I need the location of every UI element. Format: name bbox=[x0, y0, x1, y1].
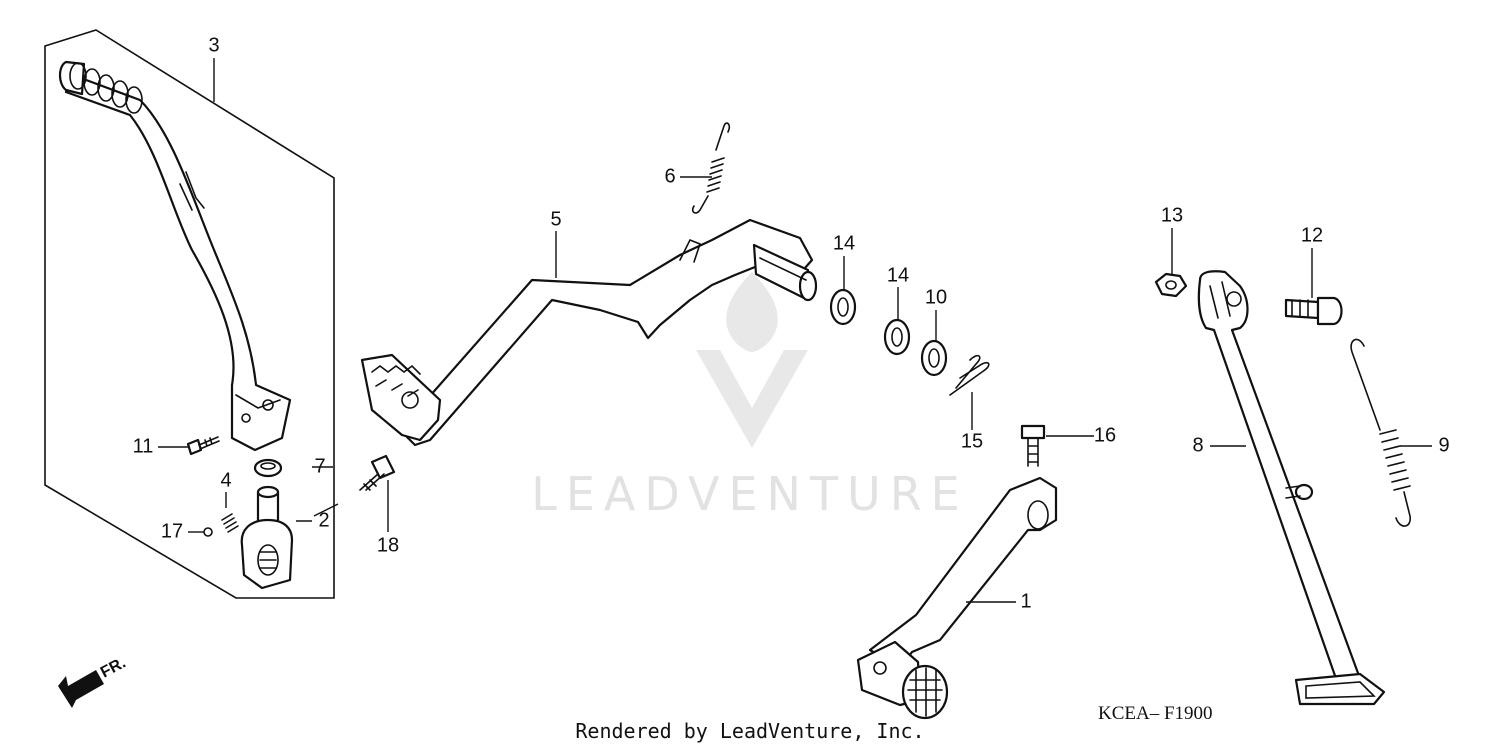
kick-starter-arm bbox=[58, 60, 292, 452]
bolt-11 bbox=[186, 436, 220, 456]
callout-8: 8 bbox=[1192, 434, 1203, 456]
washer-14a bbox=[829, 288, 857, 326]
callouts: 3 11 7 4 17 2 18 6 5 14 14 10 15 16 1 13… bbox=[133, 34, 1450, 612]
bolt-12 bbox=[1284, 296, 1343, 326]
callout-5: 5 bbox=[550, 208, 561, 230]
callout-9: 9 bbox=[1438, 434, 1449, 456]
washer-10 bbox=[920, 339, 948, 377]
callout-6: 6 bbox=[664, 165, 675, 187]
callout-15: 15 bbox=[961, 430, 983, 452]
spring-4 bbox=[221, 513, 239, 533]
pin-15 bbox=[949, 354, 990, 396]
callout-2: 2 bbox=[318, 509, 329, 531]
brake-pedal-5 bbox=[360, 218, 818, 447]
bolt-18 bbox=[359, 454, 396, 491]
callout-10: 10 bbox=[925, 286, 947, 308]
arrow-down-left-icon bbox=[58, 670, 104, 708]
callout-14-b: 14 bbox=[887, 264, 909, 286]
bolt-16 bbox=[1020, 424, 1046, 467]
callout-7: 7 bbox=[314, 455, 325, 477]
callout-4: 4 bbox=[220, 469, 231, 491]
callout-16: 16 bbox=[1094, 424, 1116, 446]
ball-17 bbox=[203, 527, 213, 537]
callout-3: 3 bbox=[208, 34, 219, 56]
nut-13 bbox=[1154, 272, 1188, 298]
washer-7 bbox=[253, 458, 283, 478]
callout-11: 11 bbox=[133, 435, 154, 457]
washer-14b bbox=[883, 318, 911, 356]
assembly-group-box bbox=[44, 29, 335, 599]
watermark: LEADVENTURE bbox=[531, 272, 969, 521]
orientation-label: FR. bbox=[98, 654, 129, 681]
callout-18: 18 bbox=[377, 534, 399, 556]
leader-lines bbox=[158, 58, 1432, 603]
callout-1: 1 bbox=[1020, 590, 1031, 612]
kick-pinion-2 bbox=[240, 485, 294, 590]
stand-spring-9 bbox=[1350, 338, 1411, 527]
gearshift-pedal-1 bbox=[856, 476, 1058, 720]
side-stand-8 bbox=[1197, 270, 1386, 706]
callout-13: 13 bbox=[1161, 204, 1183, 226]
callout-17: 17 bbox=[161, 520, 183, 542]
return-spring-6 bbox=[691, 122, 731, 214]
watermark-text: LEADVENTURE bbox=[531, 467, 969, 521]
render-credit: Rendered by LeadVenture, Inc. bbox=[575, 719, 924, 743]
callout-12: 12 bbox=[1301, 224, 1323, 246]
orientation-indicator: FR. bbox=[58, 654, 129, 708]
leadventure-flame-v-icon bbox=[696, 272, 808, 448]
diagram-code: KCEA– F1900 bbox=[1098, 703, 1213, 724]
callout-14-a: 14 bbox=[833, 232, 855, 254]
